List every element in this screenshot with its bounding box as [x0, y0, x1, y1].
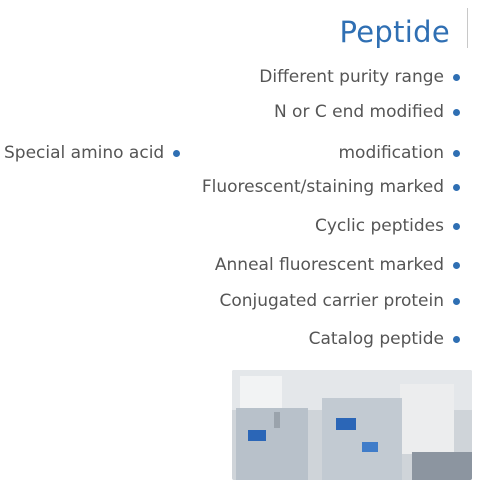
list-item-cyclic-peptides: Cyclic peptides: [315, 213, 460, 239]
list-item-label: Catalog peptide: [308, 329, 444, 349]
list-item-fluorescent-staining: Fluorescent/staining marked: [202, 174, 460, 200]
list-item-conjugated-carrier: Conjugated carrier protein: [219, 288, 460, 314]
bullet-dot-icon: [173, 149, 181, 157]
photo-bench: [412, 452, 472, 480]
list-item-special-amino-acid: Special amino acid: [4, 140, 181, 166]
title-divider: [467, 8, 468, 48]
list-item-label: Cyclic peptides: [314, 216, 444, 236]
photo-window-right: [400, 384, 454, 454]
list-item-label: Fluorescent/staining marked: [201, 177, 444, 197]
page-title: Peptide: [339, 15, 450, 49]
list-item-purity-range: Different purity range: [259, 64, 460, 90]
bullet-dot-icon: [453, 73, 460, 81]
lab-equipment-photo: [232, 370, 472, 480]
list-item-label: Anneal fluorescent marked: [214, 255, 444, 275]
photo-display-screen: [336, 418, 356, 430]
photo-instrument-center: [322, 398, 402, 480]
list-item-catalog-peptide: Catalog peptide: [309, 326, 460, 352]
bullet-dot-icon: [453, 335, 460, 343]
list-item-label: N or C end modified: [273, 102, 444, 122]
list-item-label: Different purity range: [259, 67, 444, 87]
list-item-modification: modification: [338, 140, 460, 166]
list-item-label: Special amino acid: [4, 143, 165, 163]
list-item-label: Conjugated carrier protein: [219, 291, 444, 311]
bullet-dot-icon: [453, 297, 460, 305]
photo-bottle: [274, 412, 280, 428]
photo-display-screen: [248, 430, 266, 441]
list-item-end-modified: N or C end modified: [274, 99, 460, 125]
bullet-dot-icon: [453, 149, 460, 157]
photo-display-screen: [362, 442, 378, 452]
bullet-dot-icon: [453, 222, 460, 230]
bullet-dot-icon: [453, 261, 460, 269]
list-item-label: modification: [338, 143, 444, 163]
photo-instrument-left: [236, 408, 308, 480]
bullet-dot-icon: [453, 183, 460, 191]
bullet-dot-icon: [453, 108, 460, 116]
list-item-anneal-fluorescent: Anneal fluorescent marked: [215, 252, 460, 278]
